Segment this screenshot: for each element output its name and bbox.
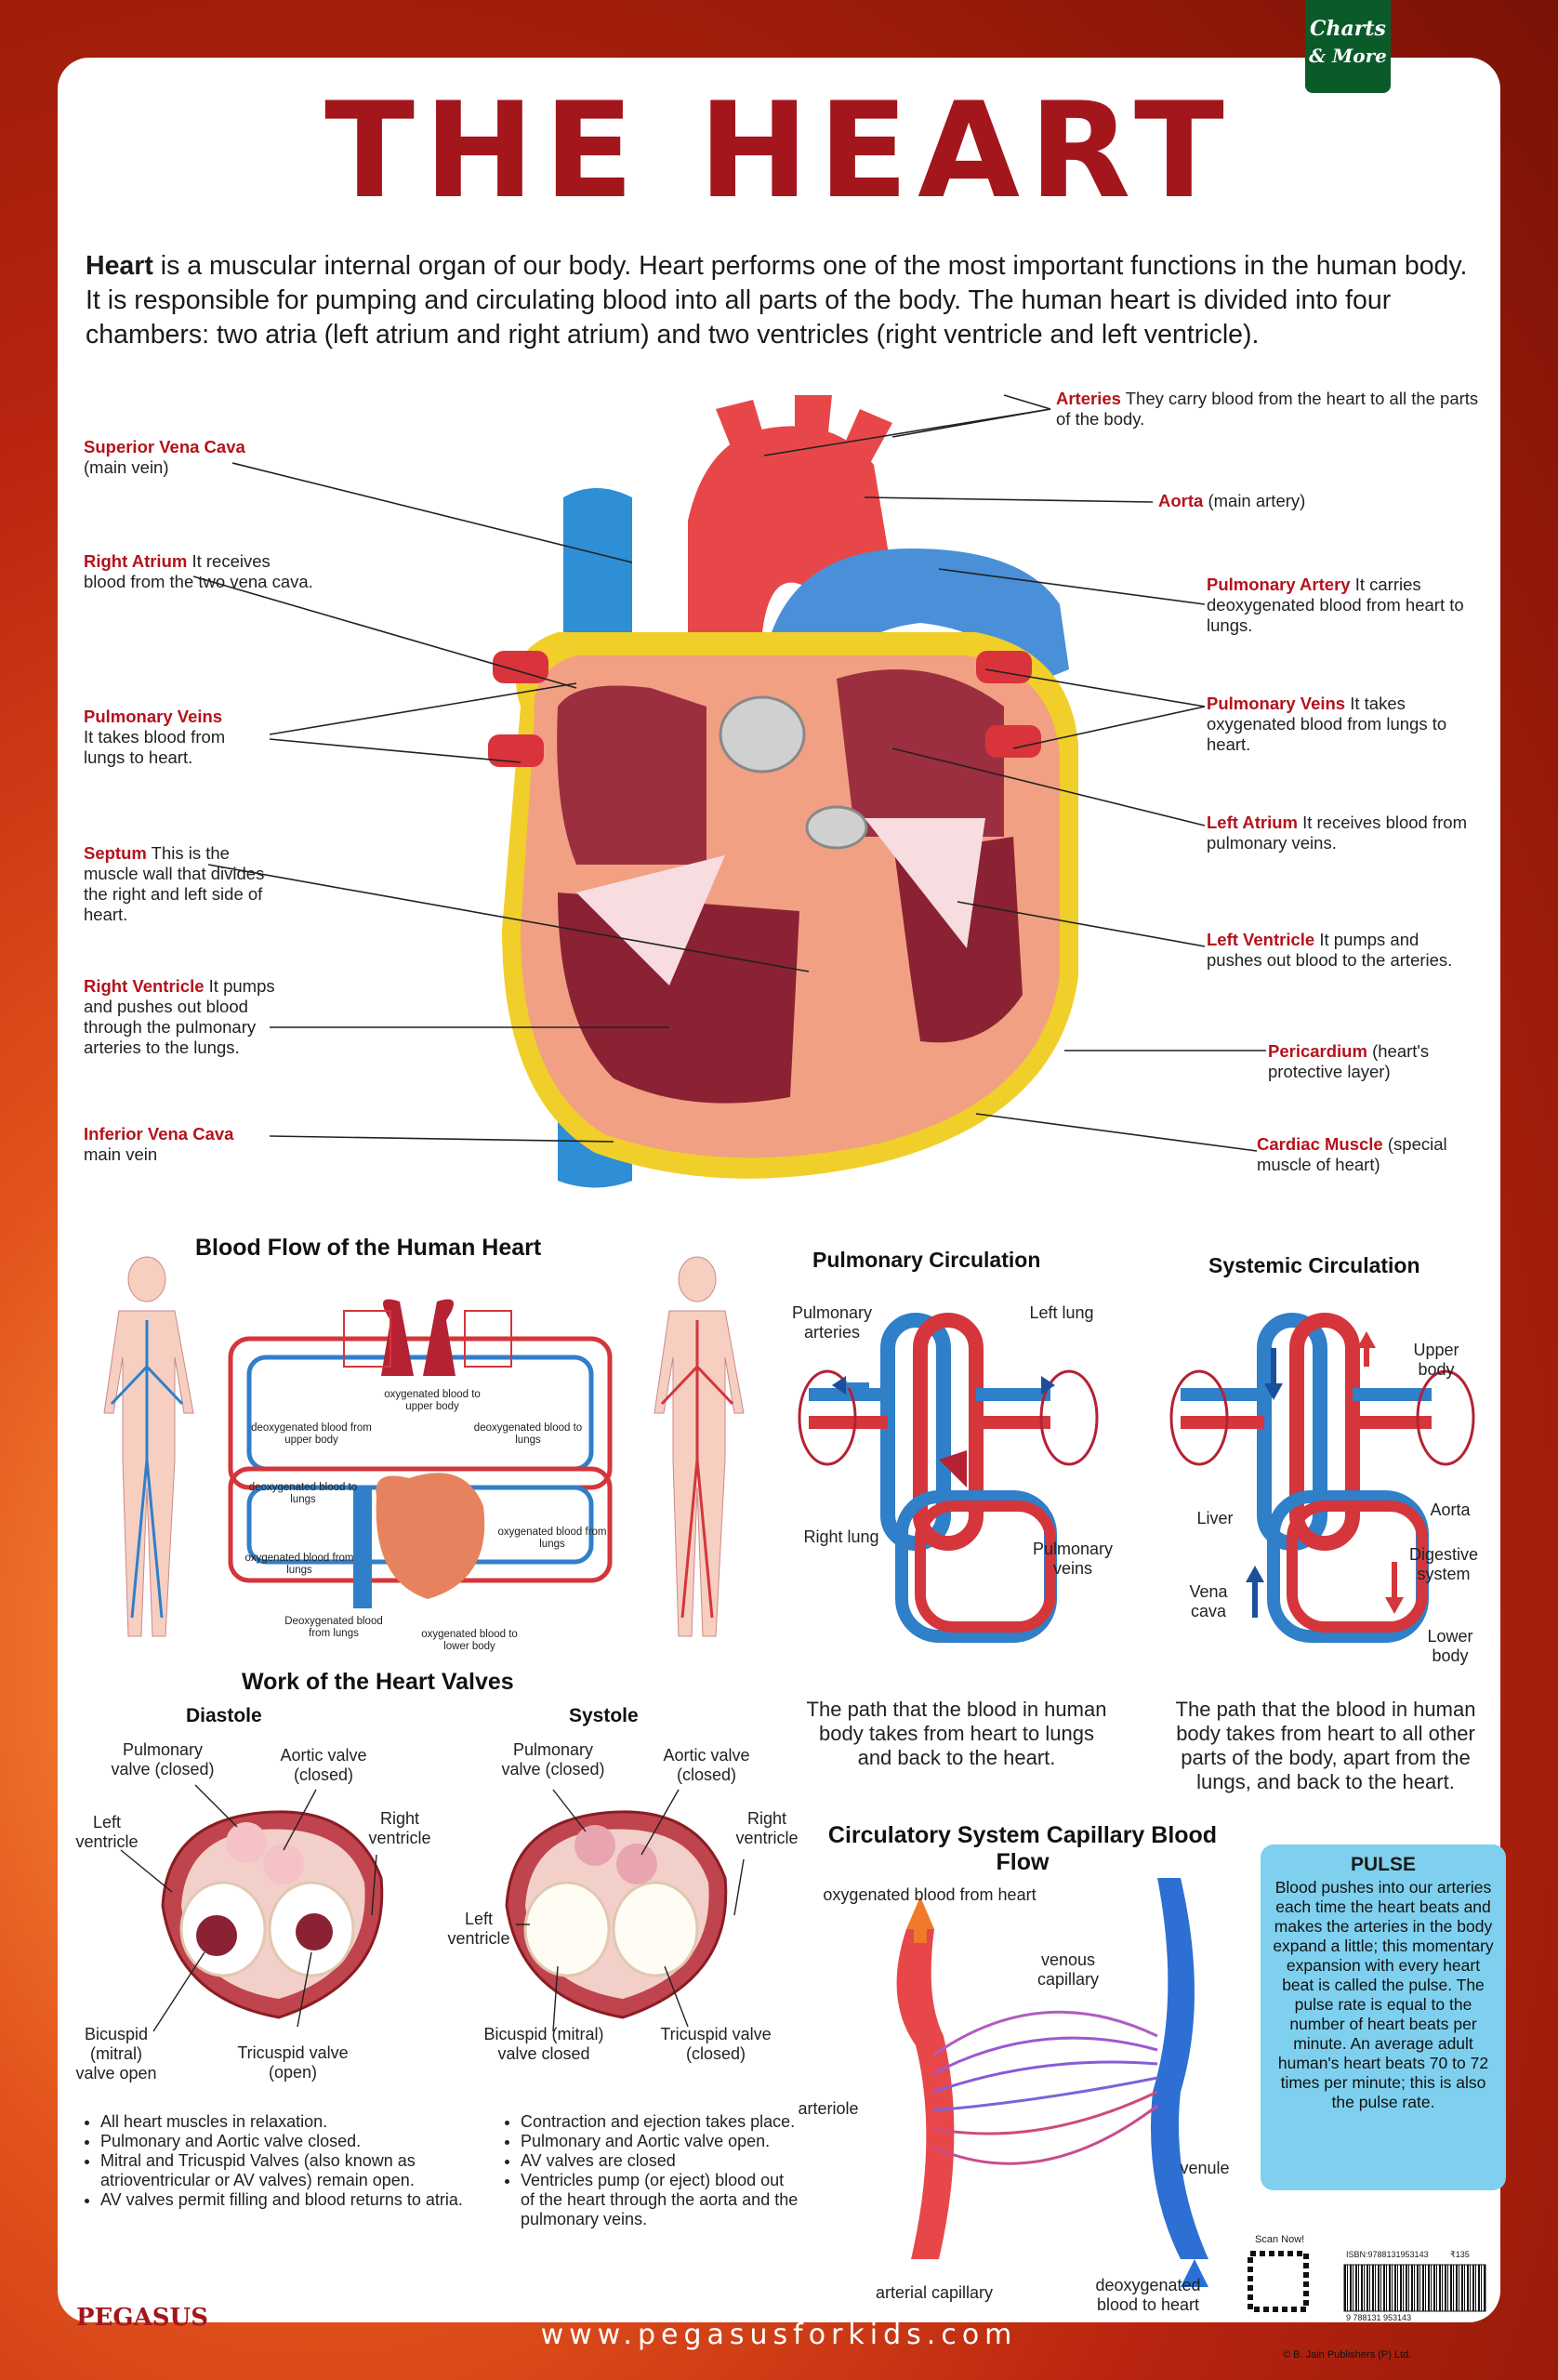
label-right-ventricle: Right Ventricle It pumps and pushes out … <box>84 976 275 1057</box>
systemic-title: Systemic Circulation <box>1208 1253 1420 1277</box>
pulmonary-veins-label: Pulmonary veins <box>1032 1540 1114 1578</box>
label-pulmonary-veins-right: Pulmonary Veins It takes oxygenated bloo… <box>1207 694 1447 754</box>
liver-label: Liver <box>1196 1509 1234 1527</box>
bf-oxy-to-lower: oxygenated blood to lower body <box>421 1629 518 1652</box>
scan-now-label: Scan Now! <box>1255 2234 1305 2245</box>
diastole-title: Diastole <box>186 1705 262 1726</box>
right-lung-label: Right lung <box>803 1527 879 1546</box>
pulmonary-arteries-label: Pulmonary arteries <box>791 1303 873 1342</box>
diastole-bullet: Mitral and Tricuspid Valves (also known … <box>100 2151 472 2190</box>
label-cardiac-muscle: Cardiac Muscle (special muscle of heart) <box>1257 1134 1447 1174</box>
d-bicuspid-label: Bicuspid (mitral) valve open <box>75 2025 157 2082</box>
capillary-title: Circulatory System Capillary Blood Flow <box>827 1822 1218 1875</box>
aorta-sys-label: Aorta <box>1430 1501 1471 1519</box>
s-tricuspid-label: Tricuspid valve (closed) <box>660 2025 772 2063</box>
blood-flow-title: Blood Flow of the Human Heart <box>195 1235 542 1261</box>
upper-body-label: Upper body <box>1413 1341 1459 1379</box>
systole-bullet: Pulmonary and Aortic valve open. <box>521 2132 799 2151</box>
digestive-label: Digestive system <box>1408 1545 1479 1583</box>
label-left-atrium: Left Atrium It receives blood from pulmo… <box>1207 813 1467 853</box>
systemic-caption: The path that the blood in human body ta… <box>1175 1698 1476 1793</box>
pulmonary-title: Pulmonary Circulation <box>812 1248 1041 1272</box>
bf-oxy-upper: oxygenated blood to upper body <box>384 1389 481 1412</box>
barcode-number: 9 788131 953143 <box>1346 2313 1412 2322</box>
systole-bullet: Contraction and ejection takes place. <box>521 2112 799 2132</box>
cap-venous: venous capillary <box>1036 1950 1100 1989</box>
cap-oxy-from-heart: oxygenated blood from heart <box>823 1885 1036 1904</box>
systole-bullets: Contraction and ejection takes place. Pu… <box>500 2112 799 2229</box>
pulmonary-caption: The path that the blood in human body ta… <box>806 1698 1107 1769</box>
badge-line2: & More <box>1309 45 1387 67</box>
pulse-text: Blood pushes into our arteries each time… <box>1273 1878 1494 2111</box>
d-pulmonary-label: Pulmonary valve (closed) <box>111 1740 215 1778</box>
valves-title: Work of the Heart Valves <box>242 1669 514 1695</box>
d-right-ventricle-label: Right ventricle <box>368 1809 431 1847</box>
cap-arterial: arterial capillary <box>875 2283 994 2302</box>
s-bicuspid-label: Bicuspid (mitral) valve closed <box>483 2025 604 2063</box>
diastole-bullet: AV valves permit filling and blood retur… <box>100 2190 472 2210</box>
label-superior-vena-cava: Superior Vena Cava(main vein) <box>84 437 245 477</box>
systole-bullet: AV valves are closed <box>521 2151 799 2171</box>
price-label: ₹135 <box>1450 2250 1470 2259</box>
label-septum: Septum This is the muscle wall that divi… <box>84 843 265 924</box>
vena-cava-label: Vena cava <box>1189 1582 1228 1620</box>
isbn-label: ISBN:9788131953143 <box>1346 2250 1429 2259</box>
label-arteries: Arteries They carry blood from the heart… <box>1056 389 1479 429</box>
cap-arteriole: arteriole <box>798 2099 859 2118</box>
cap-venule: venule <box>1180 2159 1230 2177</box>
intro-paragraph: Heart is a muscular internal organ of ou… <box>86 249 1480 352</box>
label-left-ventricle: Left Ventricle It pumps and pushes out b… <box>1207 930 1453 970</box>
label-aorta: Aorta (main artery) <box>1158 491 1306 510</box>
bf-deoxy-from-upper: deoxygenated blood from upper body <box>251 1422 372 1446</box>
s-left-ventricle-label: Left ventricle <box>447 1910 510 1948</box>
bf-oxy-from-lungs-right: oxygenated blood from lungs <box>497 1527 607 1550</box>
s-pulmonary-label: Pulmonary valve (closed) <box>501 1740 605 1778</box>
intro-lead: Heart <box>86 251 153 281</box>
d-left-ventricle-label: Left ventricle <box>75 1813 139 1851</box>
bf-deoxy-to-lungs: deoxygenated blood to lungs <box>473 1422 583 1446</box>
diastole-bullets: All heart muscles in relaxation. Pulmona… <box>80 2112 472 2210</box>
diastole-bullet: All heart muscles in relaxation. <box>100 2112 472 2132</box>
footer-url[interactable]: www.pegasusforkids.com <box>540 2319 1018 2351</box>
systole-title: Systole <box>569 1705 639 1726</box>
diastole-bullet: Pulmonary and Aortic valve closed. <box>100 2132 472 2151</box>
page-title: THE HEART <box>324 74 1234 228</box>
publisher-logo: PEGASUS <box>76 2304 208 2332</box>
lower-body-label: Lower body <box>1427 1627 1473 1665</box>
label-pulmonary-artery: Pulmonary Artery It carries deoxygenated… <box>1207 575 1464 635</box>
bf-oxy-from-lungs: oxygenated blood from lungs <box>244 1553 354 1576</box>
intro-text: is a muscular internal organ of our body… <box>86 251 1468 350</box>
pulse-box: PULSE Blood pushes into our arteries eac… <box>1261 1844 1506 2190</box>
charts-more-badge: Charts & More <box>1305 0 1391 93</box>
d-tricuspid-label: Tricuspid valve (open) <box>237 2043 349 2082</box>
cap-deoxy-to-heart: deoxygenated blood to heart <box>1095 2276 1201 2314</box>
pulse-title: PULSE <box>1350 1854 1416 1875</box>
copyright: © B. Jain Publishers (P) Ltd. <box>1283 2349 1412 2360</box>
badge-line1: Charts <box>1310 17 1386 41</box>
d-aortic-label: Aortic valve (closed) <box>280 1746 367 1784</box>
bf-deoxy-from-lungs: deoxygenated blood to lungs <box>248 1482 358 1505</box>
s-aortic-label: Aortic valve (closed) <box>663 1746 750 1784</box>
label-pericardium: Pericardium (heart's protective layer) <box>1268 1041 1430 1081</box>
s-right-ventricle-label: Right ventricle <box>735 1809 799 1847</box>
label-right-atrium: Right Atrium It receives blood from the … <box>84 551 313 591</box>
systole-bullet: Ventricles pump (or eject) blood out of … <box>521 2171 799 2229</box>
bf-deoxy-from-lower: Deoxygenated blood from lungs <box>284 1616 383 1639</box>
left-lung-label: Left lung <box>1029 1303 1094 1322</box>
